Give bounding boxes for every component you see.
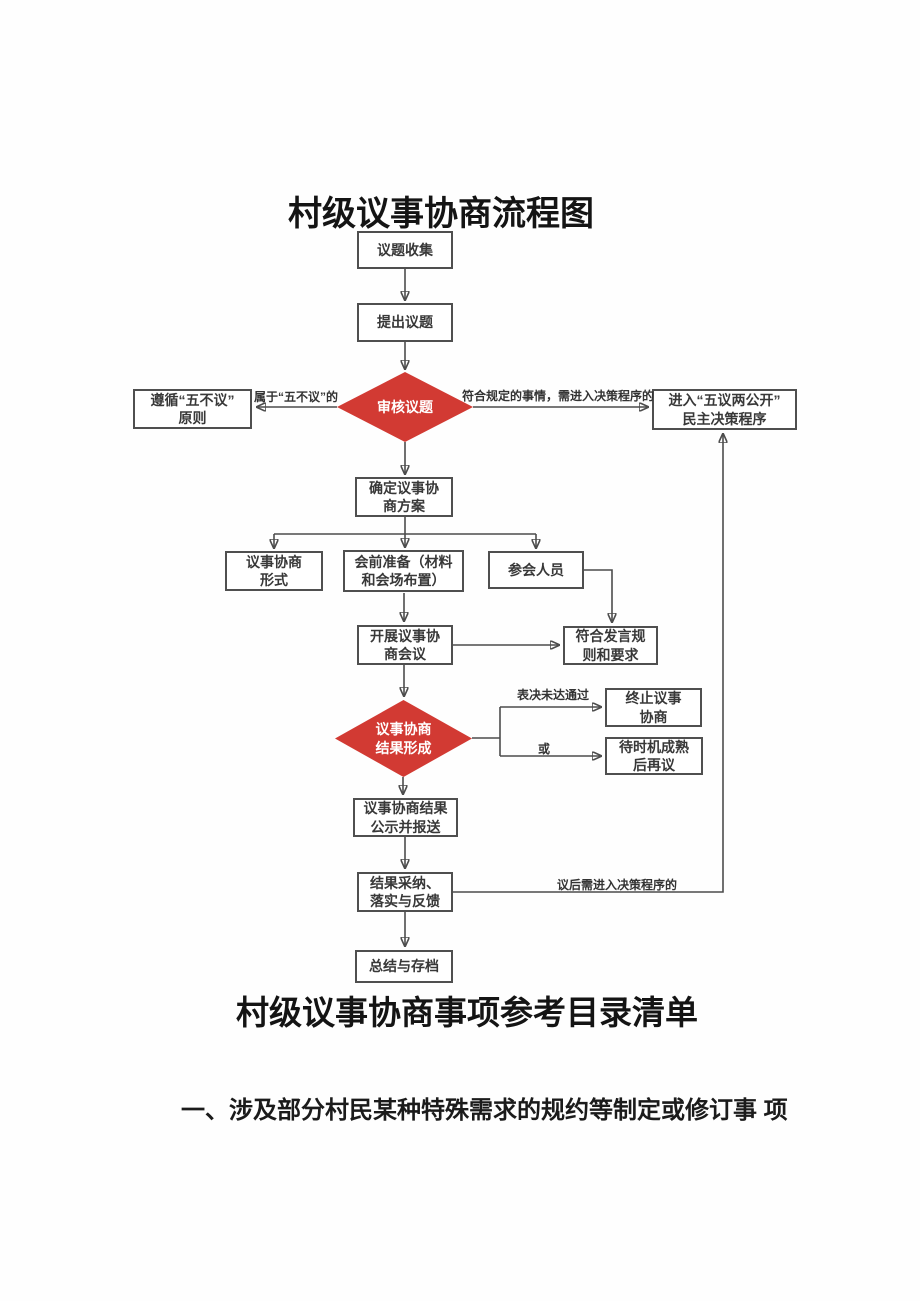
flowchart-title: 村级议事协商流程图: [288, 195, 594, 233]
node-adopt-implement-feedback: 结果采纳、 落实与反馈: [357, 872, 453, 912]
node-participants: 参会人员: [488, 551, 584, 589]
node-hold-meeting: 开展议事协 商会议: [357, 625, 453, 665]
node-summary-archive: 总结与存档: [355, 950, 453, 983]
node-pre-meeting-preparation: 会前准备（材料 和会场布置）: [343, 550, 464, 592]
node-wait-for-timing: 待时机成熟 后再议: [605, 737, 703, 775]
edge-label-qualified: 符合规定的事情，需进入决策程序的: [462, 389, 655, 403]
edge-participants-speech: [584, 569, 612, 622]
node-five-no-principle: 遵循“五不议” 原则: [133, 389, 252, 429]
node-enter-decision-procedure: 进入“五议两公开” 民主决策程序: [652, 389, 797, 430]
catalog-title: 村级议事协商事项参考目录清单: [236, 994, 698, 1031]
node-consultation-form: 议事协商 形式: [225, 551, 323, 591]
node-propose-topic: 提出议题: [357, 303, 453, 342]
edge-label-five-no: 属于“五不议”的: [254, 390, 339, 404]
edge-label-or: 或: [538, 742, 551, 756]
edge-adopt-enter-decision: [453, 434, 723, 893]
node-speech-rules: 符合发言规 则和要求: [563, 626, 658, 665]
node-determine-plan: 确定议事协 商方案: [355, 477, 453, 517]
edge-label-post-decision: 议后需进入决策程序的: [557, 878, 678, 892]
node-topic-collection: 议题收集: [357, 231, 453, 269]
node-terminate-consultation: 终止议事 协商: [605, 688, 702, 727]
node-publicize-report: 议事协商结果 公示并报送: [353, 798, 458, 837]
edge-label-vote-failed: 表决未达通过: [517, 688, 590, 702]
catalog-list-item-1: 一、涉及部分村民某种特殊需求的规约等制定或修订事 项: [181, 1097, 788, 1124]
